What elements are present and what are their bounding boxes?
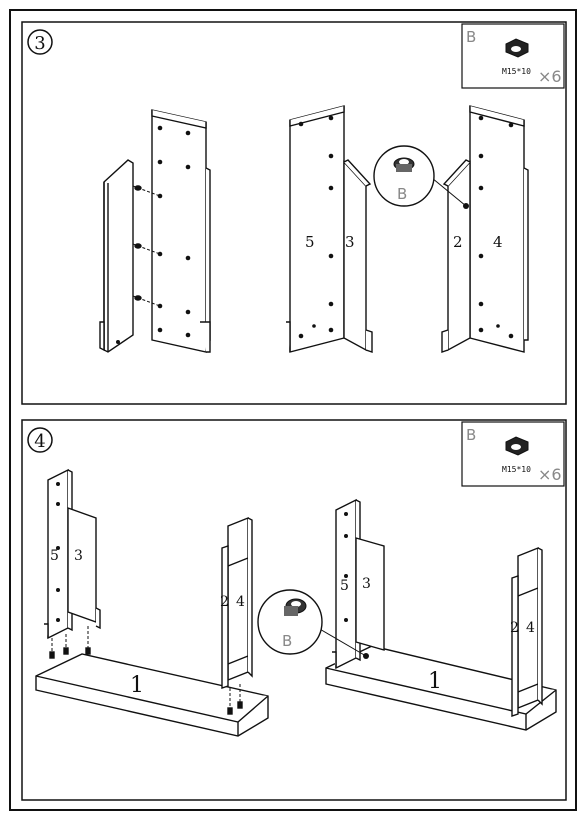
cam-lock-closeup-icon [284,598,307,616]
panel-label-5: 5 [340,578,349,594]
step-4-callout-b: B [257,589,323,655]
step-3-callout-b: B [373,145,435,207]
svg-text:B: B [466,28,476,46]
panel-label-2: 2 [220,594,229,610]
sheet-border [9,9,577,811]
cam-lock-icon [505,38,529,58]
panel-label-5: 5 [305,233,315,251]
step-4-left-side-5-3 [44,468,101,659]
svg-text:M15*10: M15*10 [502,465,531,474]
panel-label-3: 3 [74,548,83,564]
svg-text:M15*10: M15*10 [502,67,531,76]
panel-label-5: 5 [50,548,59,564]
svg-text:4: 4 [34,431,45,452]
step-4-number: 4 [27,427,53,453]
panel-label-4: 4 [493,233,503,251]
svg-text:B: B [466,426,476,444]
step-4-right-side-2-4 [511,546,543,717]
step-4-left-side-2-4 [221,516,253,715]
step-4-parts-box: B M15*10 ×6 [461,421,565,487]
svg-text:B: B [282,632,292,650]
panel-label-2: 2 [510,620,519,636]
svg-text:B: B [397,185,407,203]
step-3-number: 3 [27,29,53,55]
step-3-assembly-5-3 [286,105,373,353]
panel-label-3: 3 [345,233,355,251]
svg-text:×6: ×6 [538,465,562,484]
panel-label-1: 1 [428,669,442,694]
step-4-panel: 4 B M15*10 ×6 1 [21,419,567,801]
step-3-left-exploded-panels [99,109,211,353]
panel-label-1: 1 [130,673,144,698]
cam-lock-icon [505,436,529,456]
panel-label-4: 4 [526,620,535,636]
step-4-left-base-panel-1 [35,653,269,737]
panel-label-3: 3 [362,576,371,592]
step-3-assembly-2-4 [431,105,529,353]
panel-label-2: 2 [453,233,463,251]
svg-text:×6: ×6 [538,67,562,86]
step-3-panel: 3 B M15*10 ×6 [21,21,567,405]
cam-lock-closeup-icon [393,157,415,172]
step-3-parts-box: B M15*10 ×6 [461,23,565,89]
panel-label-4: 4 [236,594,245,610]
step-4-right-side-5-3 [317,498,385,670]
step-4-right-base-panel-1 [325,645,557,731]
svg-text:3: 3 [34,33,45,54]
